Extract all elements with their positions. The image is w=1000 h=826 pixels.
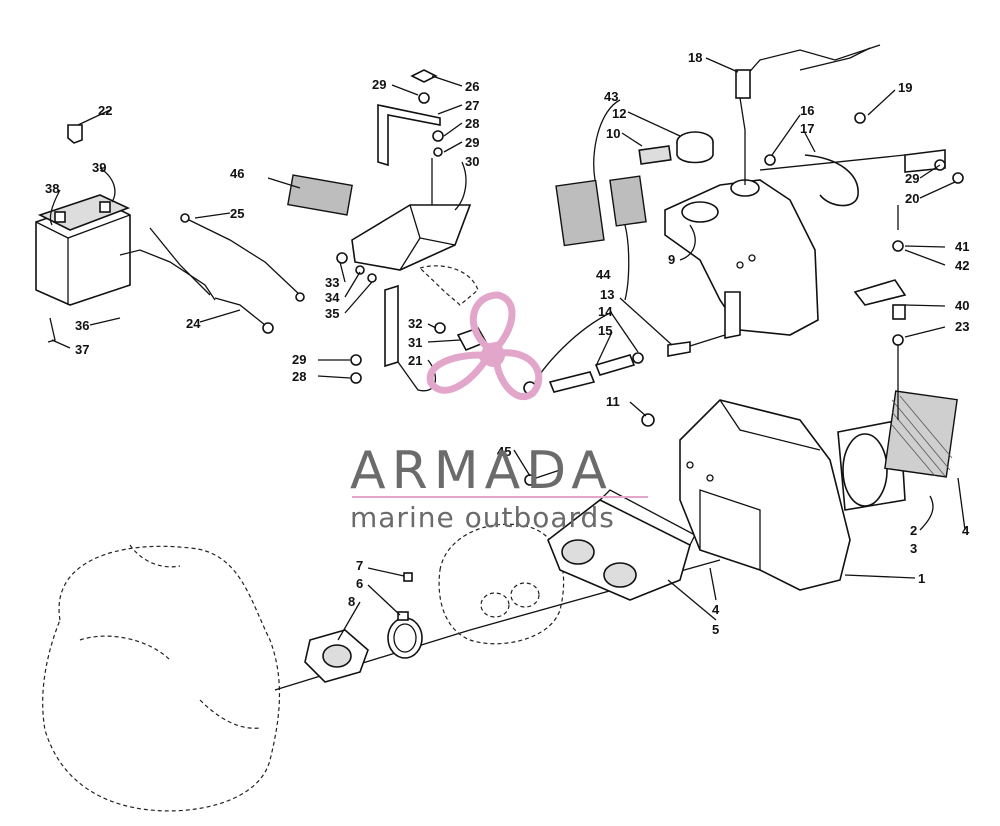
screw-11: [641, 413, 655, 427]
carburetor-assembly: [438, 523, 565, 645]
callout-30: 30: [465, 154, 479, 169]
air-silencer-box: [679, 399, 851, 591]
decal-small: [638, 145, 672, 165]
callout-35: 35: [325, 306, 339, 321]
callout-29a: 29: [372, 77, 386, 92]
fuel-line: [523, 334, 726, 395]
battery-hold-down-strap: [377, 69, 444, 225]
callout-42: 42: [955, 258, 969, 273]
battery-pad: [287, 174, 353, 216]
callout-33: 33: [325, 275, 339, 290]
callout-11: 11: [606, 394, 620, 409]
callout-2: 2: [910, 523, 917, 538]
callout-28b: 28: [292, 369, 306, 384]
callout-18: 18: [688, 50, 702, 65]
callout-16: 16: [800, 103, 814, 118]
callout-23: 23: [955, 319, 969, 334]
callout-29c: 29: [292, 352, 306, 367]
engine-outline: [42, 544, 281, 812]
callout-8: 8: [348, 594, 355, 609]
watermark-brand: ARMADA: [350, 441, 613, 501]
callout-29d: 29: [905, 171, 919, 186]
callout-17: 17: [800, 121, 814, 136]
battery-cables: [119, 213, 305, 334]
intake-screen: [884, 390, 958, 478]
callout-4b: 4: [712, 602, 720, 617]
callout-27: 27: [465, 98, 479, 113]
mount-bracket-outline: [418, 265, 479, 306]
callout-43: 43: [604, 89, 618, 104]
callout-3: 3: [910, 541, 917, 556]
terminal-cap: [67, 124, 83, 144]
callout-15: 15: [598, 323, 612, 338]
callout-1: 1: [918, 571, 925, 586]
callout-6: 6: [356, 576, 363, 591]
callout-7: 7: [356, 558, 363, 573]
hose-clamp: [387, 611, 423, 659]
callout-13: 13: [600, 287, 614, 302]
callout-37: 37: [75, 342, 89, 357]
support-strap: [336, 252, 399, 384]
oil-tank: [664, 179, 819, 339]
oil-hose: [764, 154, 859, 207]
oil-level-sensor: [735, 44, 881, 185]
callout-24: 24: [186, 316, 201, 331]
callout-46: 46: [230, 166, 244, 181]
screw-32: [434, 322, 446, 334]
callout-19: 19: [898, 80, 912, 95]
callout-29b: 29: [465, 135, 479, 150]
oil-tank-cap: [676, 131, 714, 164]
callout-39: 39: [92, 160, 106, 175]
callout-26: 26: [465, 79, 479, 94]
callout-41: 41: [955, 239, 969, 254]
callout-32: 32: [408, 316, 422, 331]
armada-watermark: ARMADA marine outboards: [350, 291, 648, 534]
callout-10: 10: [606, 126, 620, 141]
callout-28a: 28: [465, 116, 479, 131]
callout-25: 25: [230, 206, 244, 221]
callout-31: 31: [408, 335, 422, 350]
battery-tray: [351, 204, 472, 271]
bolt-bracket-right: [759, 112, 964, 184]
callout-12: 12: [612, 106, 626, 121]
callout-numbers: 22 39 38 36 37 24 25 46 29 26 27 28 29 3…: [45, 50, 970, 637]
callout-40: 40: [955, 298, 969, 313]
fuel-pump-fitting: [853, 205, 907, 420]
callout-4a: 4: [962, 523, 970, 538]
callout-34: 34: [325, 290, 340, 305]
vent-tube: [47, 317, 56, 343]
decal-44: [609, 175, 647, 227]
small-nut: [403, 572, 413, 582]
decal-43: [555, 179, 605, 247]
callout-44: 44: [596, 267, 611, 282]
intake-adapter: [547, 489, 696, 601]
callout-5: 5: [712, 622, 719, 637]
propeller-icon: [426, 291, 543, 401]
callout-38: 38: [45, 181, 59, 196]
leader-lines: [49, 57, 966, 641]
callout-22: 22: [98, 103, 112, 118]
watermark-tagline: marine outboards: [350, 501, 615, 534]
callout-9: 9: [668, 252, 675, 267]
callout-14: 14: [598, 304, 613, 319]
callout-45: 45: [497, 444, 511, 459]
callout-20: 20: [905, 191, 919, 206]
callout-21: 21: [408, 353, 422, 368]
intake-flange: [304, 629, 369, 683]
callout-36: 36: [75, 318, 89, 333]
battery: [35, 194, 131, 306]
